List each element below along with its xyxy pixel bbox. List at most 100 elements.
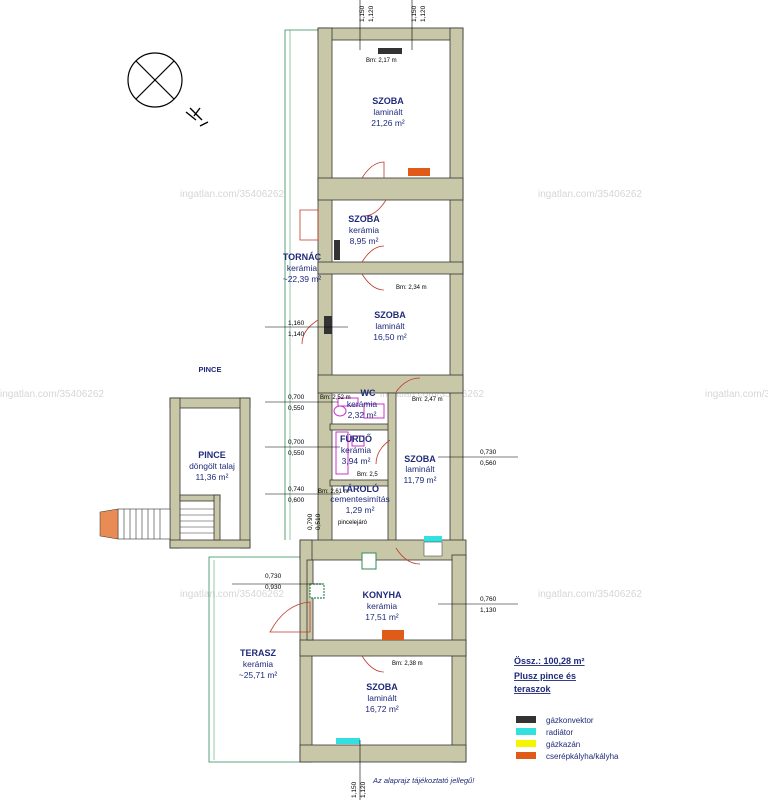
dim-label: 1,120 — [420, 5, 427, 22]
height-label: Bm: 2,52 m — [320, 395, 351, 401]
dim-label: 0,740 — [288, 486, 305, 493]
main-walls — [299, 27, 467, 763]
tornac-outline — [284, 29, 318, 540]
room-floor: laminált — [367, 693, 397, 703]
room-floor: laminált — [375, 321, 405, 331]
dim-label: 0,730 — [265, 573, 282, 580]
disclaimer-note: Az alaprajz tájékoztató jellegű! — [372, 776, 475, 785]
room-name: TERASZ — [240, 648, 277, 658]
room-floor: kerámia — [243, 659, 274, 669]
pincelejaro-label: pincelejáró — [338, 520, 368, 526]
legend-swatch — [516, 740, 536, 747]
room-area: 2,32 m² — [348, 410, 377, 420]
dim-label: 0,550 — [288, 405, 305, 412]
room-name: SZOBA — [372, 96, 404, 106]
room-szoba-2: SZOBA kerámia 8,95 m² — [348, 214, 380, 246]
room-area: ~25,71 m² — [239, 670, 278, 680]
room-name: TÁROLÓ — [341, 483, 379, 494]
watermark: ingatlan.com/35406262 — [180, 589, 284, 600]
doors — [269, 161, 421, 673]
dimension-labels: 1,150 1,120 1,150 1,120 1,160 1,140 0,70… — [265, 5, 497, 798]
height-label: Bm: 2,17 m — [366, 58, 397, 64]
room-name: PINCE — [198, 450, 226, 460]
heaters — [309, 48, 443, 744]
room-floor: cementesimítás — [330, 494, 390, 504]
room-name: KONYHA — [362, 590, 402, 600]
height-label: Bm: 2,47 m — [412, 397, 443, 403]
room-area: 21,26 m² — [371, 118, 405, 128]
dim-label: 1,160 — [288, 320, 305, 327]
dim-label: 0,560 — [480, 460, 497, 467]
room-name: PINCE — [199, 365, 222, 374]
legend-swatch — [516, 728, 536, 735]
height-label: Bm: 2,38 m — [392, 661, 423, 667]
legend-label: cserépkályha/kályha — [546, 752, 619, 761]
room-area: 1,29 m² — [346, 505, 375, 515]
room-area: 11,36 m² — [196, 472, 229, 482]
dim-label: 0,930 — [265, 584, 282, 591]
bathroom-fixtures — [333, 397, 385, 475]
watermark: ingatlan.com/35406262 — [0, 389, 104, 400]
dim-label: 1,140 — [288, 331, 305, 338]
room-szoba-4: SZOBA laminált 11,79 m² — [404, 454, 437, 485]
height-label: Bm: 2,61 m — [318, 489, 349, 495]
dim-label: 1,120 — [368, 5, 375, 22]
room-floor: laminált — [373, 107, 403, 117]
room-name: SZOBA — [366, 682, 398, 692]
compass-icon — [127, 52, 209, 127]
room-floor: kerámia — [367, 601, 398, 611]
room-area: ~22,39 m² — [283, 274, 322, 284]
watermarks: ingatlan.com/35406262 ingatlan.com/35406… — [0, 189, 768, 600]
legend: gázkonvektor radiátor gázkazán cserépkályha… — [516, 716, 619, 761]
room-area: 8,95 m² — [350, 236, 379, 246]
watermark: ingatlan.com/35406262 — [380, 389, 484, 400]
room-name: SZOBA — [348, 214, 380, 224]
room-area: 16,72 m² — [365, 704, 399, 714]
room-floor: kerámia — [347, 399, 378, 409]
terasz-outline — [208, 556, 300, 763]
room-pince: PINCE döngölt talaj 11,36 m² — [189, 450, 235, 482]
watermark: ingatlan.com/35406262 — [538, 589, 642, 600]
dim-label: 0,760 — [480, 596, 497, 603]
ceiling-heights: Bm: 2,17 m Bm: 2,34 m Bm: 2,52 m Bm: 2,4… — [318, 58, 443, 667]
legend-swatch — [516, 752, 536, 759]
dimension-lines — [232, 0, 518, 800]
room-tornac: TORNÁC kerámia ~22,39 m² — [283, 252, 322, 284]
label-pince-outdoor: PINCE — [199, 365, 222, 374]
dim-label: 1,150 — [359, 5, 366, 22]
legend-swatch — [516, 716, 536, 723]
watermark: ingatlan.com/35406262 — [180, 189, 284, 200]
room-name: WC — [361, 388, 376, 398]
legend-label: radiátor — [546, 728, 573, 737]
legend-label: gázkazán — [546, 740, 580, 749]
pince-walls — [99, 397, 251, 549]
summary-note: Plusz pince és — [514, 671, 576, 681]
room-szoba-1: SZOBA laminált 21,26 m² — [371, 96, 405, 128]
room-tarolo: TÁROLÓ cementesimítás 1,29 m² — [330, 483, 390, 515]
room-area: 16,50 m² — [373, 332, 407, 342]
room-floor: döngölt talaj — [189, 461, 235, 471]
dim-label: 1,150 — [411, 5, 418, 22]
room-area: 17,51 m² — [365, 612, 399, 622]
area-summary: Össz.: 100,28 m² Plusz pince és teraszok — [514, 656, 585, 694]
dim-label: 0,790 — [307, 513, 314, 530]
summary-note: teraszok — [514, 684, 552, 694]
room-name: SZOBA — [404, 454, 436, 464]
dim-label: 1,130 — [480, 607, 497, 614]
room-floor: kerámia — [341, 445, 372, 455]
room-name: TORNÁC — [283, 252, 322, 262]
height-label: Bm: 2,34 m — [396, 285, 427, 291]
dim-label: 0,700 — [288, 439, 305, 446]
room-wc: WC kerámia 2,32 m² — [347, 388, 378, 420]
dim-label: 0,550 — [288, 450, 305, 457]
room-szoba-5: SZOBA laminált 16,72 m² — [365, 682, 399, 714]
room-furdo: FÜRDŐ kerámia 3,94 m² — [340, 433, 372, 466]
room-konyha: KONYHA kerámia 17,51 m² — [362, 590, 402, 622]
watermark: ingatlan.com/35406262 — [538, 189, 642, 200]
dim-label: 0,730 — [480, 449, 497, 456]
legend-label: gázkonvektor — [546, 716, 594, 725]
room-floor: kerámia — [287, 263, 318, 273]
room-floor: laminált — [405, 464, 435, 474]
room-terasz: TERASZ kerámia ~25,71 m² — [239, 648, 278, 680]
height-label: Bm: 2,5 — [357, 472, 378, 478]
